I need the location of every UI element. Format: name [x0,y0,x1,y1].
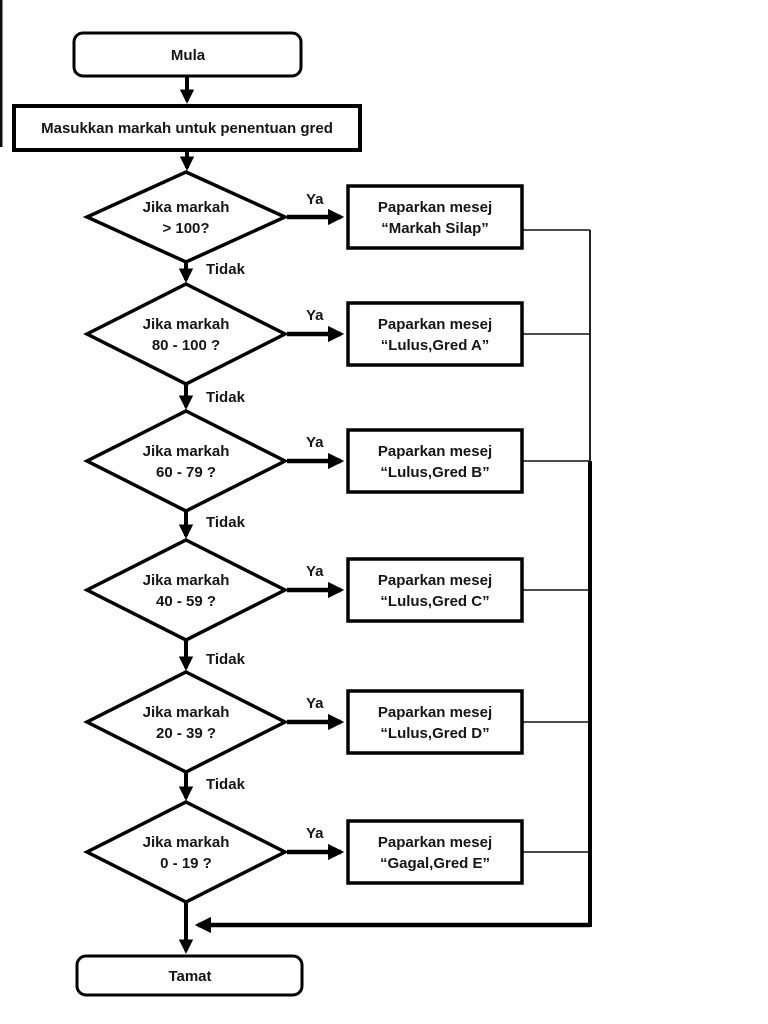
yes-label-3: Ya [306,434,324,451]
output-2-line1: Paparkan mesej [378,316,492,333]
yes-label-4: Ya [306,563,324,580]
decision-4-line1: Jika markah [143,572,230,589]
input-process-box [12,104,362,152]
decision-3-line2: 60 - 79 ? [156,464,216,481]
decision-diamond-5 [83,670,289,774]
end-label: Tamat [168,968,211,985]
yes-label-2: Ya [306,307,324,324]
output-2-line2: “Lulus,Gred A” [381,337,490,354]
output-4-line2: “Lulus,Gred C” [380,593,489,610]
decision-3-line1: Jika markah [143,443,230,460]
decision-1-line2: > 100? [162,220,209,237]
output-4-line1: Paparkan mesej [378,572,492,589]
output-1-line2: “Markah Silap” [381,220,489,237]
decision-6-line1: Jika markah [143,834,230,851]
decision-diamond-1 [82,170,290,264]
output-6-line1: Paparkan mesej [378,834,492,851]
yes-label-1: Ya [306,191,324,208]
yes-label-5: Ya [306,695,324,712]
decision-1-line1: Jika markah [143,199,230,216]
decision-5-line1: Jika markah [143,704,230,721]
decision-2-line2: 80 - 100 ? [152,337,220,354]
output-box-6 [346,819,524,885]
no-label-5: Tidak [206,776,246,793]
output-box-3 [346,428,524,494]
output-1-line1: Paparkan mesej [378,199,492,216]
no-label-1: Tidak [206,261,246,278]
output-box-2 [346,301,524,367]
output-6-line2: “Gagal,Gred E” [380,855,490,872]
decision-4-line2: 40 - 59 ? [156,593,216,610]
decision-diamond-6 [83,800,289,904]
output-5-line1: Paparkan mesej [378,704,492,721]
output-5-line2: “Lulus,Gred D” [380,725,489,742]
output-box-1 [346,184,524,250]
decision-2-line1: Jika markah [143,316,230,333]
decision-6-line2: 0 - 19 ? [160,855,212,872]
no-label-3: Tidak [206,514,246,531]
yes-label-6: Ya [306,825,324,842]
decision-diamond-4 [83,538,289,642]
input-label: Masukkan markah untuk penentuan gred [41,120,333,137]
output-3-line1: Paparkan mesej [378,443,492,460]
end-terminator [75,954,304,997]
decision-diamond-2 [83,282,289,386]
output-box-5 [346,689,524,755]
output-3-line2: “Lulus,Gred B” [380,464,489,481]
no-label-4: Tidak [206,651,246,668]
page-edge-artifact [0,0,3,147]
start-terminator [72,31,303,78]
output-box-4 [346,557,524,623]
no-label-2: Tidak [206,389,246,406]
decision-5-line2: 20 - 39 ? [156,725,216,742]
decision-diamond-3 [83,409,289,513]
start-label: Mula [171,47,206,64]
